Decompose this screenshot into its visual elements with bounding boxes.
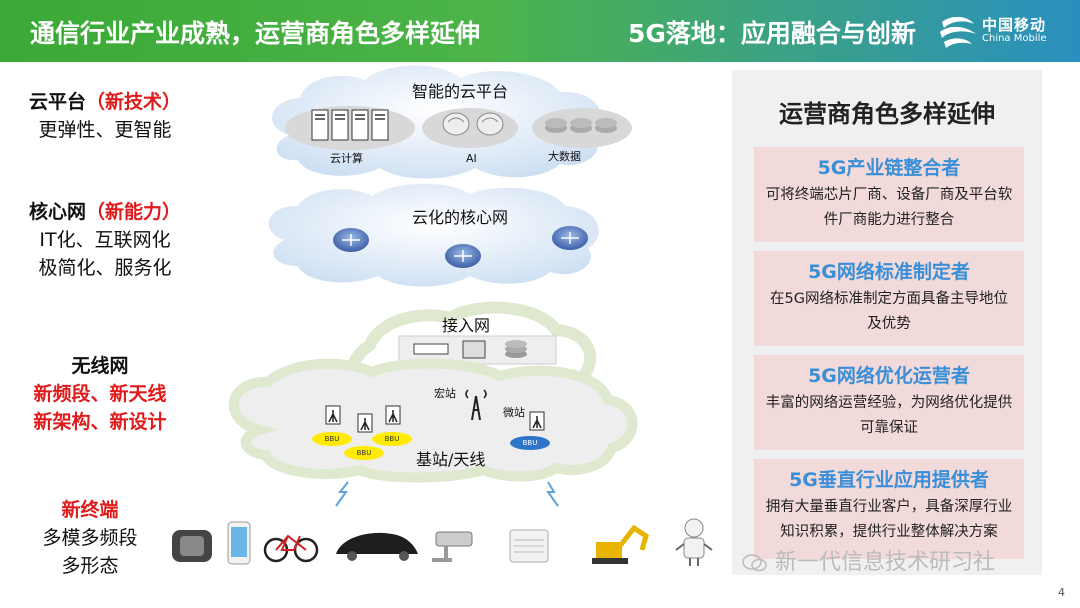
bbu-badge-micro: BBU (510, 436, 550, 450)
core-network-desc1: IT化、互联网化 (39, 229, 171, 251)
panel-title: 运营商角色多样延伸 (779, 100, 995, 128)
database-icon (545, 118, 617, 133)
operator-roles-panel: 运营商角色多样延伸 5G产业链整合者 可将终端芯片厂商、设备厂商及平台软件厂商能… (732, 70, 1042, 575)
role-card-desc: 在5G网络标准制定方面具备主导地位及优势 (770, 291, 1008, 332)
header-right-title: 5G落地：应用融合与创新 (628, 19, 916, 48)
signal-bolt-left-icon (335, 481, 349, 507)
logo-en-text: China Mobile (982, 33, 1047, 44)
core-network-name: 核心网 (28, 201, 86, 223)
robot-icon (675, 518, 713, 566)
olt-icon (462, 340, 486, 359)
storage-icon (505, 340, 527, 358)
brain-icon (442, 112, 504, 136)
base-station-label: 基站/天线 (416, 450, 486, 469)
cloud-compute-tray (285, 106, 415, 150)
switch-icon (413, 343, 449, 355)
wireless-line2: 新架构、新设计 (33, 411, 167, 433)
header-left-title: 通信行业产业成熟，运营商角色多样延伸 (30, 19, 481, 48)
cloud-platform-label: 云平台（新技术） 更弹性、更智能 (10, 88, 200, 144)
header-banner: 通信行业产业成熟，运营商角色多样延伸 5G落地：应用融合与创新 中国移动 Chi… (0, 0, 1080, 62)
wireless-network-label: 无线网 新频段、新天线 新架构、新设计 (0, 352, 200, 436)
cloud-platform-desc: 更弹性、更智能 (38, 119, 172, 141)
core-network-title: 云化的核心网 (412, 208, 509, 227)
micro-station-label: 微站 (503, 406, 525, 419)
role-card-network-optimizer: 5G网络优化运营者 丰富的网络运营经验，为网络优化提供可靠保证 (754, 355, 1024, 450)
ai-tray (422, 108, 518, 148)
page-number: 4 (1058, 586, 1065, 599)
cloud-compute-label: 云计算 (330, 152, 363, 165)
role-card-desc: 可将终端芯片厂商、设备厂商及平台软件厂商能力进行整合 (765, 187, 1013, 228)
smart-cloud-platform (272, 65, 632, 179)
wireless-line1: 新频段、新天线 (33, 383, 167, 405)
core-network-desc2: 极简化、服务化 (38, 257, 172, 279)
role-card-industry-integrator: 5G产业链整合者 可将终端芯片厂商、设备厂商及平台软件厂商能力进行整合 (754, 147, 1024, 242)
role-card-title: 5G网络优化运营者 (808, 365, 970, 387)
access-network-title: 接入网 (442, 316, 491, 335)
bicycle-icon (263, 534, 319, 563)
bigdata-label: 大数据 (548, 150, 581, 163)
smartwatch-icon (172, 530, 212, 562)
watermark: 新一代信息技术研习社 (742, 544, 995, 576)
core-network-tag: （新能力） (86, 201, 182, 223)
terminal-devices (172, 518, 713, 566)
wechat-icon (742, 553, 768, 573)
china-mobile-logo-icon (940, 16, 976, 48)
china-mobile-logo: 中国移动 China Mobile (938, 12, 1078, 52)
bbu-badge-1: BBU (312, 432, 352, 446)
router-icon (333, 226, 588, 268)
antenna-icon (325, 405, 545, 433)
air-conditioner-icon (509, 529, 549, 563)
signal-bolt-right-icon (546, 481, 559, 507)
excavator-icon (592, 524, 649, 564)
terminal-label: 新终端 多模多频段 多形态 (0, 496, 180, 580)
server-rack-icon (311, 109, 389, 141)
watermark-text: 新一代信息技术研习社 (775, 550, 996, 575)
macro-station-label: 宏站 (434, 387, 456, 400)
cloud-shape-2 (268, 183, 599, 287)
terminal-desc2: 多形态 (61, 555, 119, 577)
macro-tower-icon (465, 389, 487, 421)
bbu-badge-3: BBU (372, 432, 412, 446)
wireless-network-name: 无线网 (71, 355, 129, 377)
smartphone-icon (227, 521, 251, 565)
terminal-name: 新终端 (61, 499, 119, 521)
role-card-title: 5G垂直行业应用提供者 (789, 469, 989, 491)
car-icon (336, 532, 418, 561)
security-camera-icon (432, 531, 473, 562)
cloud-core-network (268, 183, 599, 287)
role-card-title: 5G产业链整合者 (817, 157, 961, 179)
role-card-title: 5G网络标准制定者 (808, 261, 970, 283)
cloud-platform-title: 智能的云平台 (412, 82, 509, 101)
core-network-label: 核心网（新能力） IT化、互联网化 极简化、服务化 (10, 198, 200, 282)
terminal-desc1: 多模多频段 (42, 527, 138, 549)
cloud-platform-tag: （新技术） (86, 91, 182, 113)
role-card-desc: 丰富的网络运营经验，为网络优化提供可靠保证 (765, 395, 1013, 436)
network-diagram (172, 65, 713, 566)
logo-cn-text: 中国移动 (982, 16, 1047, 34)
cloud-platform-name: 云平台 (28, 91, 86, 113)
role-card-standard-setter: 5G网络标准制定者 在5G网络标准制定方面具备主导地位及优势 (754, 251, 1024, 346)
role-card-desc: 拥有大量垂直行业客户，具备深厚行业知识积累，提供行业整体解决方案 (765, 499, 1013, 540)
role-card-vertical-provider: 5G垂直行业应用提供者 拥有大量垂直行业客户，具备深厚行业知识积累，提供行业整体… (754, 459, 1024, 559)
ai-label: AI (466, 152, 477, 165)
bbu-badge-2: BBU (344, 446, 384, 460)
